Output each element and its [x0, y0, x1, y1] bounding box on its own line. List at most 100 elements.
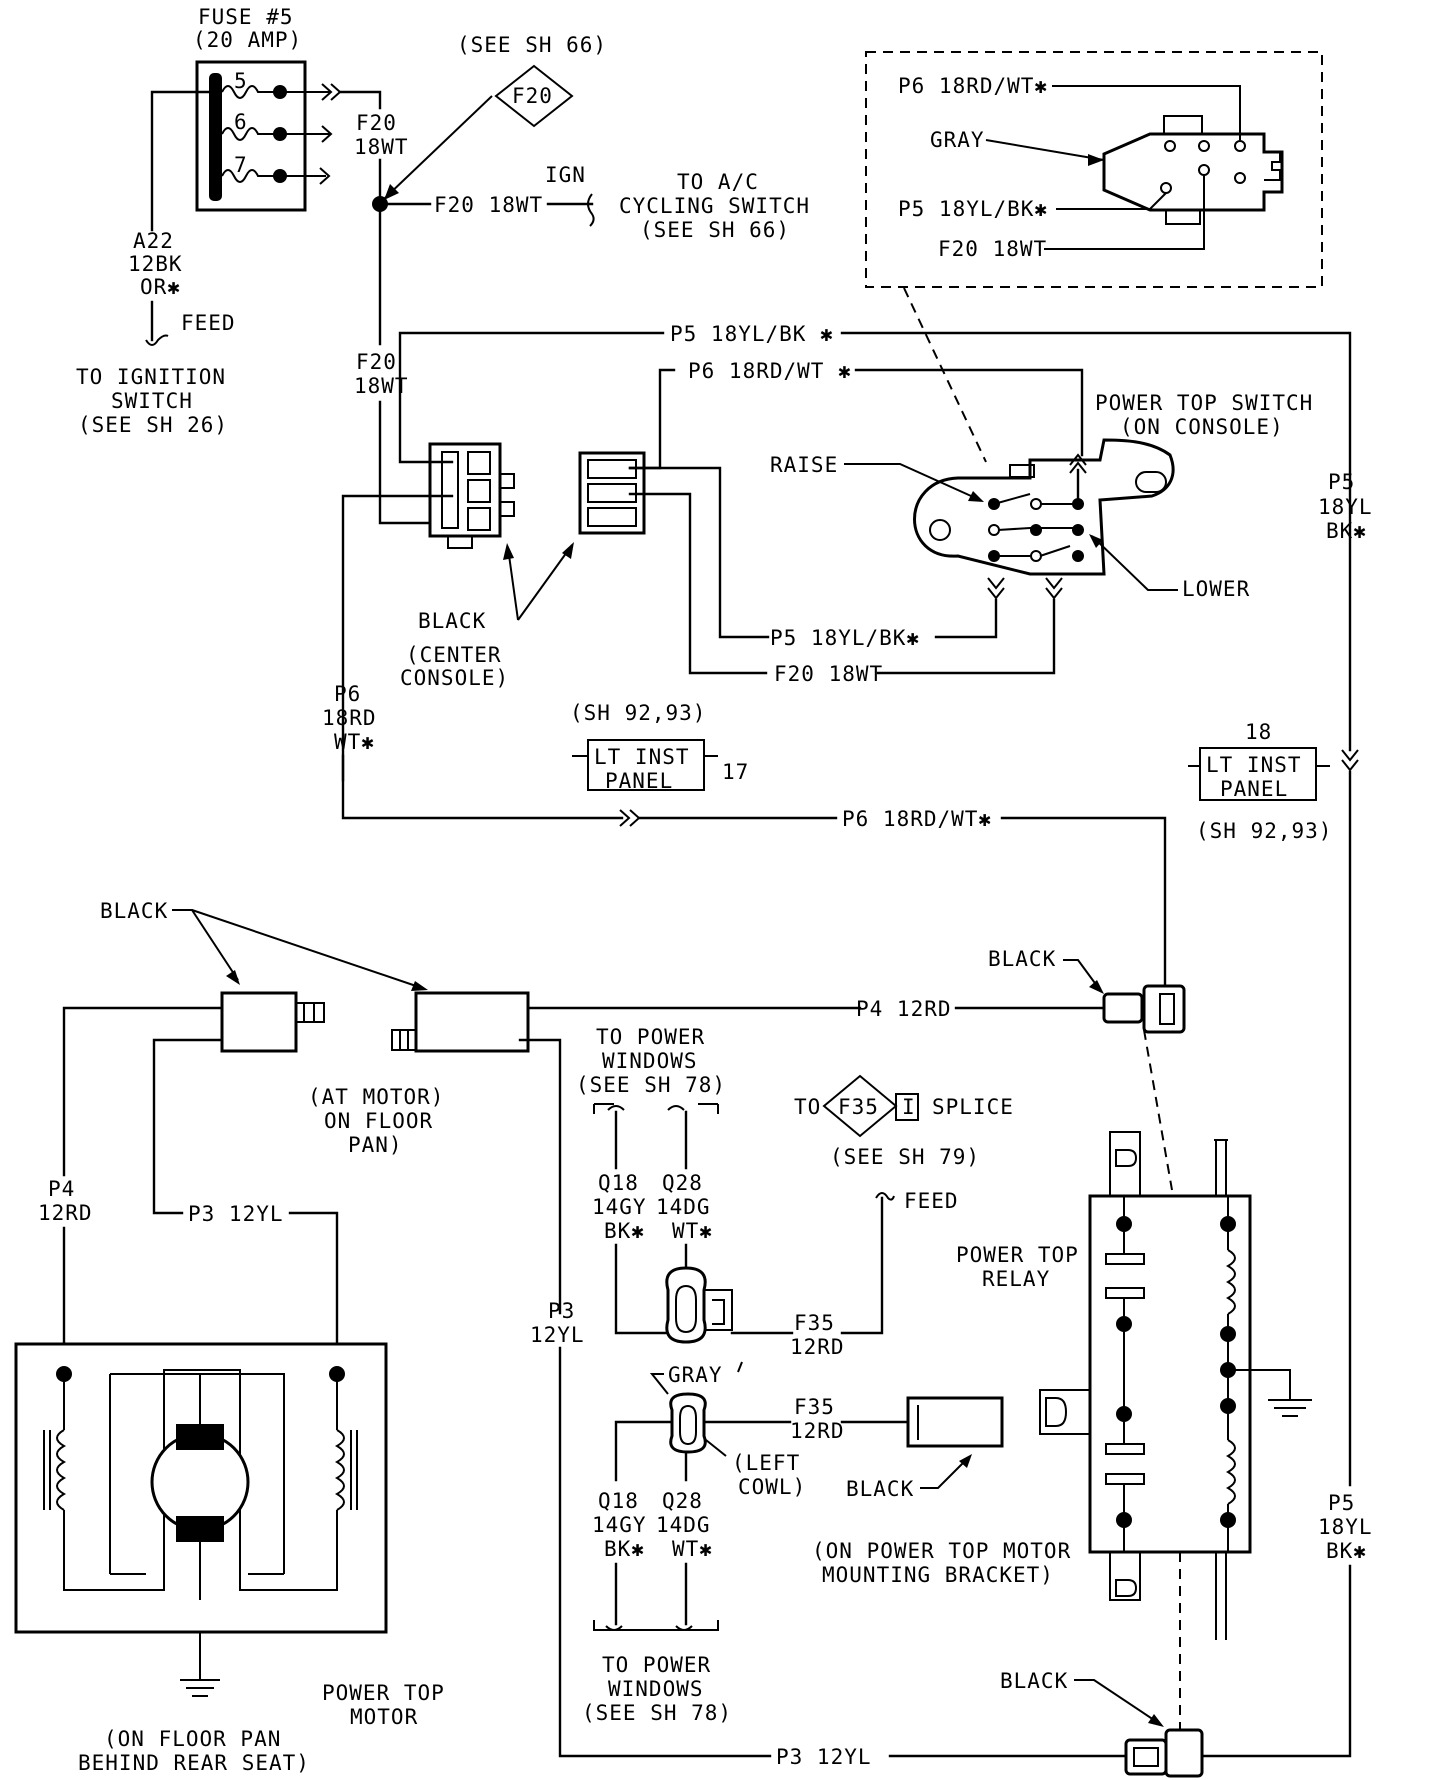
a22-gauge: 12BK	[128, 252, 183, 276]
q28-bot-2: 14DG	[656, 1513, 711, 1537]
f35-splice-ref: TO F35 I SPLICE (SEE SH 79)	[794, 1074, 1014, 1169]
f35-bottom-1: F35	[794, 1395, 835, 1419]
inset-p5: P5 18YL/BK✱	[898, 197, 1048, 221]
motor-connector-right[interactable]	[391, 991, 530, 1053]
f20-down-gauge: 18WT	[354, 374, 409, 398]
to-pw-top-3: (SEE SH 78)	[576, 1073, 726, 1097]
f20-18wt-ac: F20 18WT	[434, 193, 543, 217]
to-f35-to: TO	[794, 1095, 821, 1119]
to-pw-top-1: TO POWER	[596, 1025, 705, 1049]
p3-vert-2: 12YL	[530, 1323, 585, 1347]
black-top-left: BLACK	[100, 899, 168, 923]
f35-top-1: F35	[794, 1311, 835, 1335]
black-console: BLACK	[418, 609, 486, 633]
mounting-1: (ON POWER TOP MOTOR	[812, 1539, 1071, 1563]
lt-inst-left-2: PANEL	[605, 769, 673, 793]
floor-pan-2: BEHIND REAR SEAT)	[78, 1751, 310, 1775]
power-top-motor[interactable]	[14, 1342, 388, 1697]
relay-title-1: POWER TOP	[956, 1243, 1079, 1267]
q28-top-2: 14DG	[656, 1195, 711, 1219]
p5-right-b2: 18YL	[1318, 1515, 1373, 1539]
fuse-pin-6: 6	[234, 110, 248, 134]
q28-top-1: Q28	[662, 1171, 703, 1195]
p5-right-2: 18YL	[1318, 495, 1373, 519]
f20-wire-gauge: 18WT	[354, 135, 409, 159]
inset-p6: P6 18RD/WT✱	[898, 74, 1048, 98]
relay-title-2: RELAY	[982, 1267, 1050, 1291]
to-pw-top-2: WINDOWS	[602, 1049, 698, 1073]
p6-top-label: P6 18RD/WT ✱	[688, 359, 852, 383]
p6-left-2: 18RD	[322, 706, 377, 730]
floor-pan-1: (ON FLOOR PAN	[104, 1727, 281, 1751]
at-motor-2: ON FLOOR	[324, 1109, 433, 1133]
black-bracket-label: BLACK	[846, 1477, 914, 1501]
a22-alt: OR✱	[140, 275, 181, 299]
console-connector-left[interactable]	[341, 331, 665, 782]
to-f35-i: I	[902, 1095, 916, 1119]
right-connector[interactable]	[1102, 984, 1186, 1034]
switch-title-1: POWER TOP SWITCH	[1095, 391, 1313, 415]
q28-bot-3: WT✱	[672, 1537, 713, 1561]
motor-connector-left[interactable]	[220, 991, 325, 1053]
p4-left-1: P4	[48, 1177, 75, 1201]
bottom-connector[interactable]	[1124, 1728, 1204, 1778]
p6-long-label: P6 18RD/WT✱	[842, 807, 992, 831]
fuse-title: FUSE #5	[198, 5, 294, 29]
lt-inst-panel-right: LT INST PANEL	[1188, 747, 1330, 801]
to-f35-splice: SPLICE	[932, 1095, 1014, 1119]
left-cowl-2: COWL)	[738, 1475, 806, 1499]
splice-connector-bottom[interactable]	[669, 1392, 707, 1454]
p5-right-3: BK✱	[1326, 519, 1367, 543]
to-pw-bot-3: (SEE SH 78)	[582, 1701, 732, 1725]
lt-inst-right-1: LT INST	[1206, 753, 1302, 777]
q18-top-1: Q18	[598, 1171, 639, 1195]
q28-bot-1: Q28	[662, 1489, 703, 1513]
black-right-conn: BLACK	[988, 947, 1056, 971]
feed-label: FEED	[181, 311, 236, 335]
fuse-5: FUSE #5 (20 AMP) 5 6 7	[193, 5, 342, 212]
motor-title-1: POWER TOP	[322, 1681, 445, 1705]
q18-top-2: 14GY	[592, 1195, 647, 1219]
pin-18: 18	[1245, 720, 1272, 744]
f20-diamond: F20	[494, 64, 574, 128]
to-f35-see: (SEE SH 79)	[830, 1145, 980, 1169]
f20-down-label: F20	[356, 350, 397, 374]
lt-inst-right-2: PANEL	[1220, 777, 1288, 801]
p4-left-2: 12RD	[38, 1201, 93, 1225]
p4-12rd-label: P4 12RD	[856, 997, 952, 1021]
gray-label: GRAY	[668, 1363, 723, 1387]
to-ac-3: (SEE SH 66)	[640, 218, 790, 242]
p6-left-1: P6	[334, 682, 361, 706]
center-console-2: CONSOLE)	[400, 666, 509, 690]
lower-label: LOWER	[1182, 577, 1250, 601]
q18-bot-1: Q18	[598, 1489, 639, 1513]
f20-diamond-text: F20	[512, 84, 553, 108]
motor-title-2: MOTOR	[350, 1705, 418, 1729]
f20-wire-label: F20	[356, 111, 397, 135]
see-sh66-top: (SEE SH 66)	[457, 33, 607, 57]
to-ignition-1: TO IGNITION	[76, 365, 226, 389]
p5-right-b3: BK✱	[1326, 1539, 1367, 1563]
f35-bottom-2: 12RD	[790, 1419, 845, 1443]
p5-top-label: P5 18YL/BK ✱	[670, 322, 834, 346]
f35-top-2: 12RD	[790, 1335, 845, 1359]
to-pw-bot-2: WINDOWS	[608, 1677, 704, 1701]
switch-inset: P6 18RD/WT✱ GRAY P5 18YL/BK✱ F20 18WT	[865, 51, 1323, 288]
black-bottom-label: BLACK	[1000, 1669, 1068, 1693]
p3-vert-1: P3	[548, 1299, 575, 1323]
ign-label: IGN	[545, 163, 586, 187]
p5-mid-label: P5 18YL/BK✱	[770, 626, 920, 650]
to-ignition-2: SWITCH	[111, 389, 193, 413]
q18-top-3: BK✱	[604, 1219, 645, 1243]
console-connector-right[interactable]	[578, 368, 770, 675]
power-top-relay[interactable]	[1039, 1131, 1312, 1640]
black-bracket-connector[interactable]	[906, 1396, 1004, 1448]
to-ac-2: CYCLING SWITCH	[619, 194, 810, 218]
splice-connector-top[interactable]	[665, 1266, 733, 1344]
fuse-rating: (20 AMP)	[193, 28, 302, 52]
lt-inst-left-1: LT INST	[594, 745, 690, 769]
p5-right-1: P5	[1328, 470, 1355, 494]
p3-12yl-left: P3 12YL	[188, 1202, 284, 1226]
power-top-switch[interactable]	[913, 438, 1175, 576]
